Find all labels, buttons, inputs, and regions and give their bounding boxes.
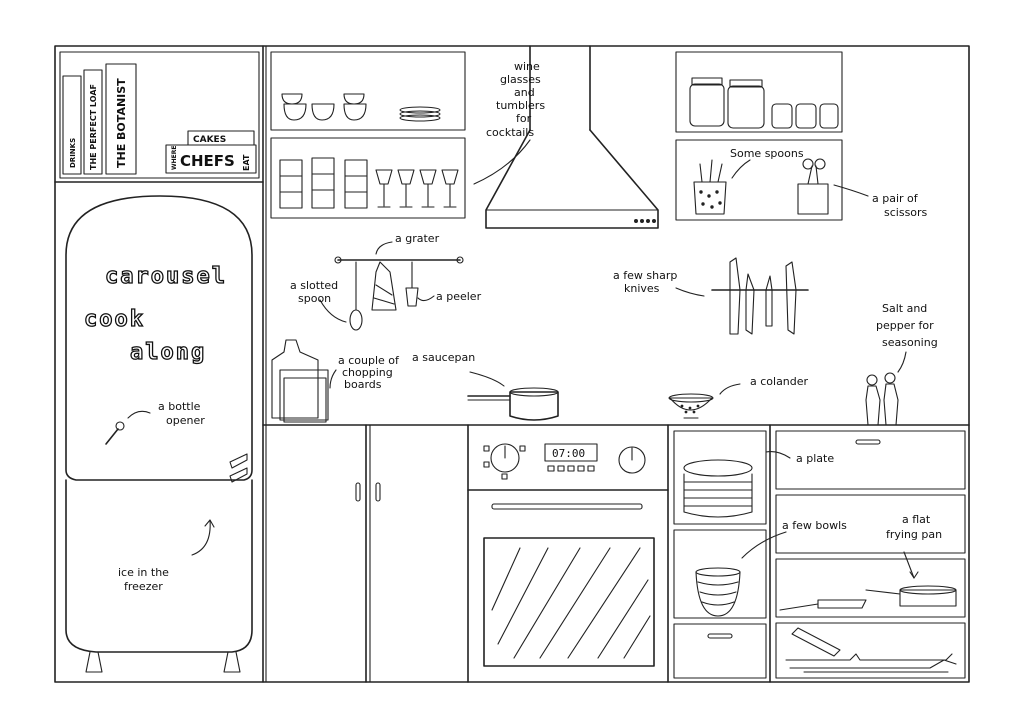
- label-salt-1: Salt and: [882, 302, 927, 315]
- label-grater: a grater: [395, 232, 440, 245]
- chopping-boards-icon: [271, 339, 337, 423]
- fridge-title-line-1: carousel: [105, 264, 227, 289]
- label-wine-glasses-6: cocktails: [486, 126, 534, 139]
- label-knives-1: a few sharp: [613, 269, 677, 282]
- fridge: carousel cook along: [65, 195, 253, 673]
- book-eat: EAT: [242, 154, 251, 171]
- kitchen-frame: [54, 45, 970, 683]
- oven-window: [483, 537, 655, 667]
- plates-icon: [683, 459, 753, 518]
- fridge-title-line-2: cook: [84, 307, 145, 332]
- oven-dial-right-icon: [618, 446, 646, 474]
- book-perfect-loaf: [83, 69, 103, 175]
- baking-trays-icon: [785, 627, 957, 673]
- label-knives-2: knives: [624, 282, 660, 295]
- cupboard-handle: [375, 482, 381, 502]
- cupboard-handle: [355, 482, 361, 502]
- book-spine-perfect-loaf: THE PERFECT LOAF: [89, 84, 98, 170]
- plate-cabinet: [673, 430, 791, 679]
- utensil-rail: [319, 241, 464, 331]
- label-bottle-opener-2: opener: [166, 414, 205, 427]
- drawer-unit: [769, 424, 966, 683]
- oven-clock: 07:00: [552, 447, 585, 460]
- label-bottle-opener-1: a bottle: [158, 400, 201, 413]
- extractor-hood: [485, 45, 659, 229]
- book-cakes: CAKES: [193, 135, 226, 145]
- book-chefs: CHEFS: [180, 152, 235, 170]
- book-drinks: [62, 75, 82, 175]
- saucepan-icon: [467, 371, 559, 421]
- lower-cupboard-doors: [355, 424, 469, 683]
- bottle-opener-icon: [105, 421, 125, 445]
- frying-pan-icon: [779, 585, 957, 611]
- grater-icon: [371, 261, 397, 311]
- label-frying-pan-2: frying pan: [886, 528, 942, 541]
- cup-cupboard: [270, 51, 466, 219]
- label-spoons: Some spoons: [730, 147, 804, 160]
- salt-pepper-icon: [865, 372, 899, 426]
- label-peeler: a peeler: [436, 290, 482, 303]
- bowls-icon: [695, 567, 741, 617]
- label-bowls: a few bowls: [782, 519, 847, 532]
- label-plate: a plate: [796, 452, 834, 465]
- oven: 07:00: [467, 424, 669, 683]
- book-shelf: DRINKS THE PERFECT LOAF THE BOTANIST CAK…: [59, 51, 260, 179]
- label-slotted-spoon-1: a slotted: [290, 279, 338, 292]
- label-scissors-2: scissors: [884, 206, 928, 219]
- label-frying-pan-1: a flat: [902, 513, 931, 526]
- colander-icon: [668, 383, 741, 419]
- knife-rack: [675, 257, 809, 335]
- scissors-pot-icon: [797, 158, 829, 215]
- book-spine-botanist: THE BOTANIST: [115, 78, 128, 168]
- jar-cupboard: [675, 51, 869, 221]
- oven-handle: [491, 503, 643, 510]
- label-wine-glasses-4: tumblers: [496, 99, 545, 112]
- book-botanist: [105, 63, 137, 175]
- label-ice-2: freezer: [124, 580, 163, 593]
- label-wine-glasses-1: wine: [514, 60, 540, 73]
- label-chopping-boards-3: boards: [344, 378, 382, 391]
- wine-glasses-icon: [375, 169, 459, 208]
- label-wine-glasses-5: for: [516, 112, 532, 125]
- oven-clock-display: [544, 443, 598, 462]
- book-where: WHERE: [171, 146, 178, 170]
- jars-icon: [689, 77, 839, 129]
- label-wine-glasses-3: and: [514, 86, 535, 99]
- cups-icon: [281, 93, 367, 121]
- oven-dial-left-icon: [483, 443, 526, 480]
- label-ice-1: ice in the: [118, 566, 169, 579]
- fridge-title-line-3: along: [130, 340, 206, 365]
- plates-stack-icon: [399, 106, 441, 122]
- label-colander: a colander: [750, 375, 809, 388]
- spoon-pot-icon: [693, 159, 727, 215]
- label-salt-3: seasoning: [882, 336, 938, 349]
- label-chopping-boards-1: a couple of: [338, 354, 400, 367]
- label-chopping-boards-2: chopping: [342, 366, 393, 379]
- label-wine-glasses-2: glasses: [500, 73, 541, 86]
- label-slotted-spoon-2: spoon: [298, 292, 331, 305]
- annotations: wine glasses and tumblers for cocktails …: [118, 60, 942, 593]
- book-spine-drinks: DRINKS: [69, 138, 77, 168]
- slotted-spoon-icon: [349, 261, 363, 331]
- label-saucepan: a saucepan: [412, 351, 475, 364]
- peeler-icon: [405, 261, 419, 307]
- label-scissors-1: a pair of: [872, 192, 919, 205]
- label-salt-2: pepper for: [876, 319, 934, 332]
- tumblers-icon: [279, 157, 368, 209]
